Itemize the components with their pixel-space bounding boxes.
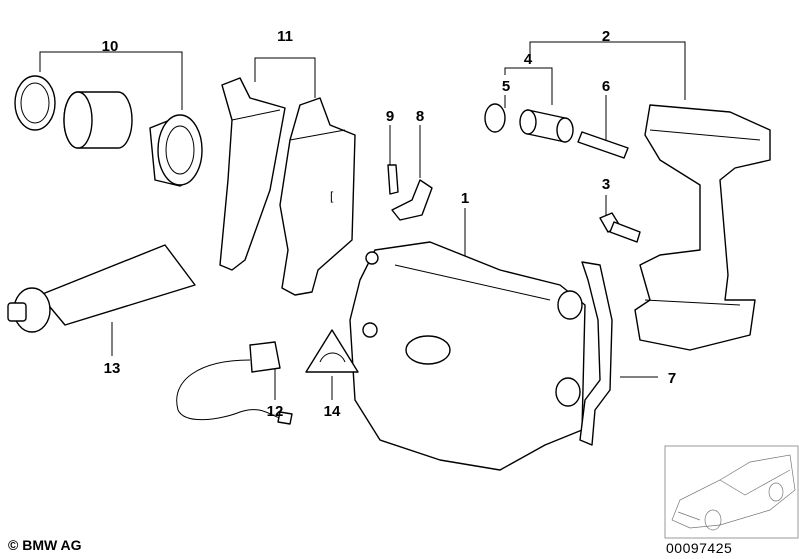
part-11-brake-pads: [ [219, 77, 356, 296]
part-1-brake-caliper [349, 241, 586, 471]
callout-6: 6 [602, 78, 610, 95]
part-10-piston-kit [14, 75, 203, 187]
callout-12: 12 [267, 403, 284, 420]
callout-2: 2 [602, 28, 610, 45]
copyright-text: © BMW AG [8, 537, 82, 553]
callout-13: 13 [104, 360, 121, 377]
callout-9: 9 [386, 108, 394, 125]
part-2-caliper-carrier [634, 104, 771, 351]
callout-10: 10 [102, 38, 119, 55]
callout-1: 1 [461, 190, 469, 207]
svg-text:[: [ [330, 189, 334, 203]
part-8-9-bleeder-bracket [387, 164, 433, 221]
part-4-5-6-guide-bushes [484, 103, 629, 159]
callout-14: 14 [324, 403, 341, 420]
leader-lines [39, 41, 686, 400]
callout-3: 3 [602, 176, 610, 193]
part-3-bolt [599, 212, 641, 243]
callout-8: 8 [416, 108, 424, 125]
callout-5: 5 [502, 78, 510, 95]
part-14-warning-label [305, 329, 359, 373]
vehicle-thumbnail [664, 445, 799, 539]
part-7-spring-clip [579, 261, 613, 446]
part-12-wear-sensor [176, 341, 293, 425]
callout-11: 11 [277, 28, 293, 45]
callout-7: 7 [668, 370, 676, 387]
part-13-grease-tube [7, 244, 196, 333]
callout-numbers: 10 11 2 4 5 6 9 8 3 1 7 13 12 14 [102, 28, 677, 420]
callout-4: 4 [524, 51, 533, 68]
diagram-id: 00097425 [666, 540, 733, 556]
